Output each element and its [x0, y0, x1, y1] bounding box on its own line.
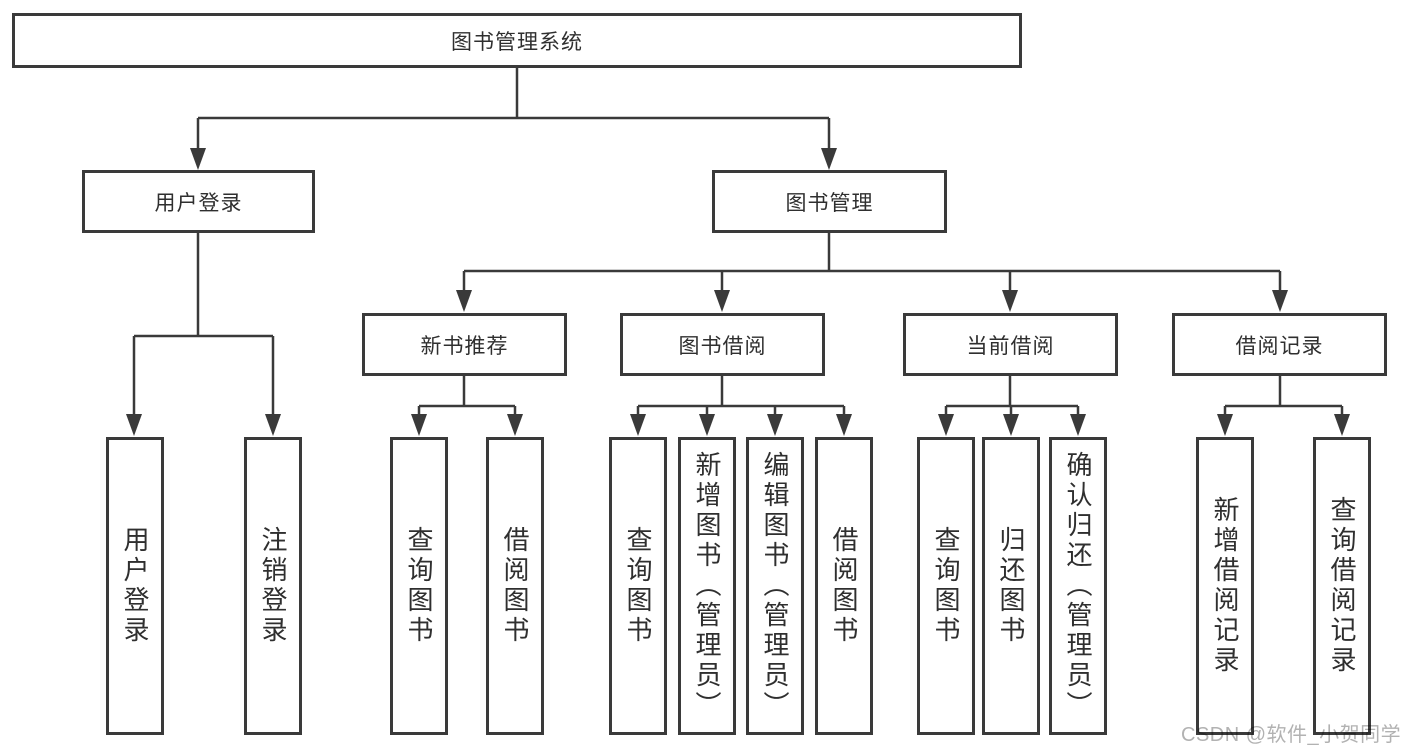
leaf-query-books-borrow: 查询图书: [609, 437, 667, 735]
node-root-label: 图书管理系统: [451, 30, 583, 54]
node-user-login: 用户登录: [82, 170, 315, 233]
node-borrow-record: 借阅记录: [1172, 313, 1387, 376]
node-book-borrow-label: 图书借阅: [678, 334, 767, 358]
node-borrow-record-label: 借阅记录: [1235, 334, 1324, 358]
leaf-return-books: 归还图书: [982, 437, 1040, 735]
node-user-login-label: 用户登录: [154, 191, 243, 215]
leaf-user-login-label: 用户登录: [120, 526, 150, 646]
leaf-add-books-admin: 新增图书（管理员）: [678, 437, 736, 735]
leaf-query-books-current-label: 查询图书: [931, 526, 961, 646]
leaf-confirm-return-admin-label: 确认归还（管理员）: [1063, 451, 1093, 721]
node-current-borrow-label: 当前借阅: [966, 334, 1055, 358]
node-new-book-recommend: 新书推荐: [362, 313, 567, 376]
leaf-query-books-current: 查询图书: [917, 437, 975, 735]
node-book-management: 图书管理: [712, 170, 947, 233]
node-current-borrow: 当前借阅: [903, 313, 1118, 376]
leaf-query-books-borrow-label: 查询图书: [623, 526, 653, 646]
leaf-logout-label: 注销登录: [258, 526, 288, 646]
leaf-borrow-books-recommend: 借阅图书: [486, 437, 544, 735]
leaf-add-borrow-record: 新增借阅记录: [1196, 437, 1254, 735]
leaf-borrow-books-label: 借阅图书: [829, 526, 859, 646]
node-book-borrow: 图书借阅: [620, 313, 825, 376]
leaf-query-borrow-record-label: 查询借阅记录: [1327, 496, 1357, 676]
leaf-edit-books-admin-label: 编辑图书（管理员）: [760, 451, 790, 721]
leaf-query-books-recommend: 查询图书: [390, 437, 448, 735]
leaf-query-books-recommend-label: 查询图书: [404, 526, 434, 646]
csdn-watermark: CSDN @软件_小贺同学: [1181, 724, 1402, 746]
leaf-confirm-return-admin: 确认归还（管理员）: [1049, 437, 1107, 735]
leaf-add-borrow-record-label: 新增借阅记录: [1210, 496, 1240, 676]
leaf-add-books-admin-label: 新增图书（管理员）: [692, 451, 722, 721]
node-book-management-label: 图书管理: [785, 191, 874, 215]
leaf-borrow-books: 借阅图书: [815, 437, 873, 735]
node-root: 图书管理系统: [12, 13, 1022, 68]
leaf-return-books-label: 归还图书: [996, 526, 1026, 646]
leaf-user-login: 用户登录: [106, 437, 164, 735]
leaf-edit-books-admin: 编辑图书（管理员）: [746, 437, 804, 735]
leaf-logout: 注销登录: [244, 437, 302, 735]
leaf-query-borrow-record: 查询借阅记录: [1313, 437, 1371, 735]
leaf-borrow-books-recommend-label: 借阅图书: [500, 526, 530, 646]
node-new-book-recommend-label: 新书推荐: [420, 334, 509, 358]
